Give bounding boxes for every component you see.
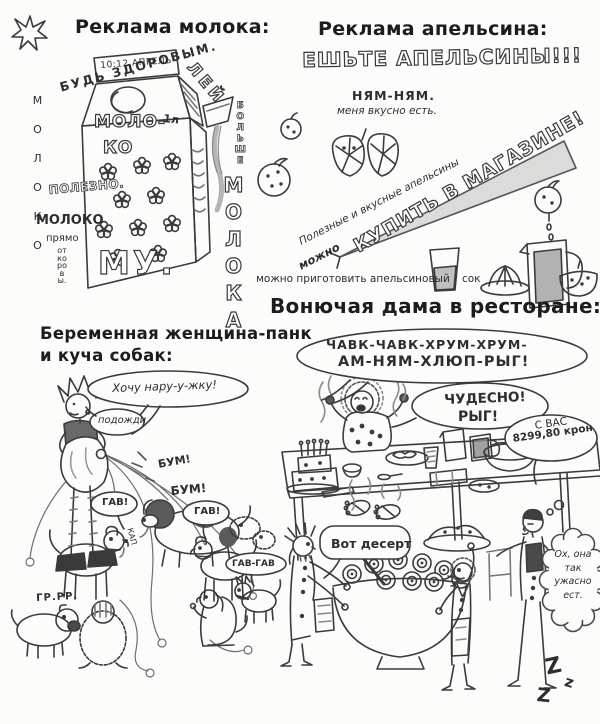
food-platter-drawing <box>423 524 491 552</box>
orange-ad-title: Реклама апельсина: <box>318 18 548 40</box>
restaurant-title: Вонючая дама в ресторане: <box>270 294 600 318</box>
carton-brand-line1: МОЛО- <box>93 111 166 132</box>
orange-half-bowl-drawing <box>559 260 598 297</box>
eating-bubble-line2: АМ-НЯМ-ХЛЮП-РЫГ! <box>338 354 530 370</box>
milk-bolshe-label: БОЛЬШЕ <box>234 101 247 167</box>
carton-brand-line2: КО <box>102 137 134 158</box>
sleepy-waiter-drawing <box>486 499 565 689</box>
wonderful-bubble-line2: РЫГ! <box>458 409 499 425</box>
wonderful-bubble-line1: ЧУДЕСНО! <box>444 389 526 408</box>
dog-bark3: ГАВ-ГАВ <box>232 559 275 569</box>
orange-small-drawing <box>280 112 302 140</box>
milk-moloko-label: МОЛОКО <box>36 213 104 228</box>
carton-moo-label: МУ. <box>97 243 176 282</box>
punk-title-line2: и куча собак: <box>40 346 173 365</box>
milk-from-cow-label: от коровы. <box>57 246 67 285</box>
milk-moloka-label: МОЛОКА <box>223 172 245 332</box>
dog-puppy-growl-drawing <box>10 604 81 659</box>
dog-bark1: ГАВ! <box>102 497 129 508</box>
milk-ad-title: Реклама молока: <box>75 16 270 38</box>
speech-bubbles-restaurant <box>296 328 598 579</box>
waiter-right-drawing <box>435 542 476 691</box>
dogs-fluffy-pair-drawing <box>229 516 276 550</box>
speech-bubbles-punk <box>85 370 287 587</box>
squeezed-orange-drawing <box>534 180 562 241</box>
thought-cloud <box>538 527 600 633</box>
star-doodle <box>11 15 48 51</box>
punk-woman-drawing <box>55 375 155 572</box>
punk-title-line1: Беременная женщина-панк <box>40 324 312 343</box>
juice-glass-drawing <box>429 247 460 292</box>
juicer-press-drawing <box>480 265 530 296</box>
juice-caption-after: сок <box>462 273 481 285</box>
birthday-cake-drawing <box>286 438 355 498</box>
dog-beagle-sitting-drawing <box>189 589 248 647</box>
dessert-bubble-label: Вот десерт <box>331 536 412 551</box>
juice-caption-before: можно приготовить апельсиновый <box>256 273 450 285</box>
store-arrow-drawing <box>327 140 577 269</box>
eating-bubble-line1: ЧАВК-ЧАВК-ХРУМ-ХРУМ- <box>326 337 528 352</box>
orange-large-drawing <box>257 157 291 197</box>
dog-terrier-drawing <box>234 575 282 624</box>
milk-vertical-word: МОЛОКО <box>32 94 43 252</box>
mom-bubble-text: подожди <box>98 415 147 426</box>
orange-cut-drawing <box>331 128 400 177</box>
waiter-left-drawing <box>280 522 351 667</box>
milk-pryamo-label: прямо <box>46 233 79 244</box>
dog-growl-text: ГР.РР. <box>36 590 79 604</box>
sleep-z3: Z <box>535 684 552 708</box>
pouring-cup-drawing <box>202 96 234 213</box>
dog-shaggy-drawing <box>78 600 128 669</box>
eating-lady-drawing <box>318 375 409 453</box>
carton-volume-label: 1л <box>162 112 180 127</box>
orange-bubble-line1: НЯМ-НЯМ. <box>352 88 435 103</box>
orange-bubble-line2: меня вкусно есть. <box>337 105 437 117</box>
waiter-thought-text: Ох, она так ужасно ест. <box>554 549 592 601</box>
dog-bark2: ГАВ! <box>194 506 221 517</box>
bare-feet-drawing <box>343 477 402 521</box>
milk-carton-drawing <box>81 49 211 289</box>
orange-headline: ЕШЬТЕ АПЕЛЬСИНЫ!!! <box>301 43 583 73</box>
